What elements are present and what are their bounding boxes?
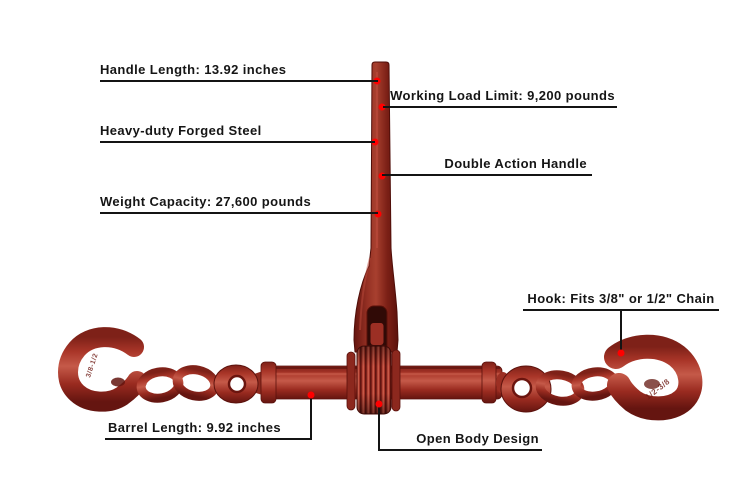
callout-open-body-design: Open Body Design (378, 429, 542, 451)
forged-steel-dot (371, 138, 379, 146)
callout-double-action-handle: Double Action Handle (382, 154, 592, 176)
callout-hook-fits: Hook: Fits 3/8" or 1/2" Chain (523, 289, 719, 311)
pawl (370, 323, 384, 345)
callout-barrel-length: Barrel Length: 9.92 inches (105, 418, 311, 440)
left-flange (346, 351, 356, 411)
callout-connectors (310, 311, 622, 451)
right-hook-slot (644, 379, 660, 389)
ratchet-mechanism (346, 345, 401, 415)
callout-forged-steel-label: Heavy-duty Forged Steel (100, 123, 262, 138)
callout-working-load-limit: Working Load Limit: 9,200 pounds (383, 86, 617, 108)
hook-dot (617, 349, 625, 357)
left-grab-hook: 3/8-1/2 (58, 327, 147, 412)
callout-forged-steel: Heavy-duty Forged Steel (100, 121, 375, 143)
right-eye-bolt (500, 365, 552, 413)
callout-barrel-length-label: Barrel Length: 9.92 inches (108, 420, 281, 435)
callout-handle-length-label: Handle Length: 13.92 inches (100, 62, 287, 77)
callout-open-body-design-label: Open Body Design (416, 431, 539, 446)
barrel-left-collar (260, 361, 277, 404)
callout-hook-fits-label: Hook: Fits 3/8" or 1/2" Chain (527, 291, 715, 306)
left-hook-slot (111, 377, 125, 387)
callout-working-load-limit-label: Working Load Limit: 9,200 pounds (390, 88, 615, 103)
callout-handle-length: Handle Length: 13.92 inches (100, 60, 378, 82)
callout-weight-capacity: Weight Capacity: 27,600 pounds (100, 192, 378, 214)
barrel-right-collar (481, 361, 497, 404)
callout-double-action-handle-label: Double Action Handle (444, 156, 587, 171)
left-eye-bolt (213, 364, 272, 404)
right-flange (391, 349, 401, 412)
barrel-length-dot (307, 391, 315, 399)
open-body-dot (375, 400, 383, 408)
working-load-dot (378, 103, 386, 111)
left-hook-marking: 3/8-1/2 (85, 352, 99, 378)
right-grab-hook: 1/2-3/8 (604, 334, 703, 421)
left-chain-links (136, 365, 220, 403)
callout-weight-capacity-label: Weight Capacity: 27,600 pounds (100, 194, 312, 209)
chain-link (172, 365, 220, 401)
handle (353, 61, 399, 353)
